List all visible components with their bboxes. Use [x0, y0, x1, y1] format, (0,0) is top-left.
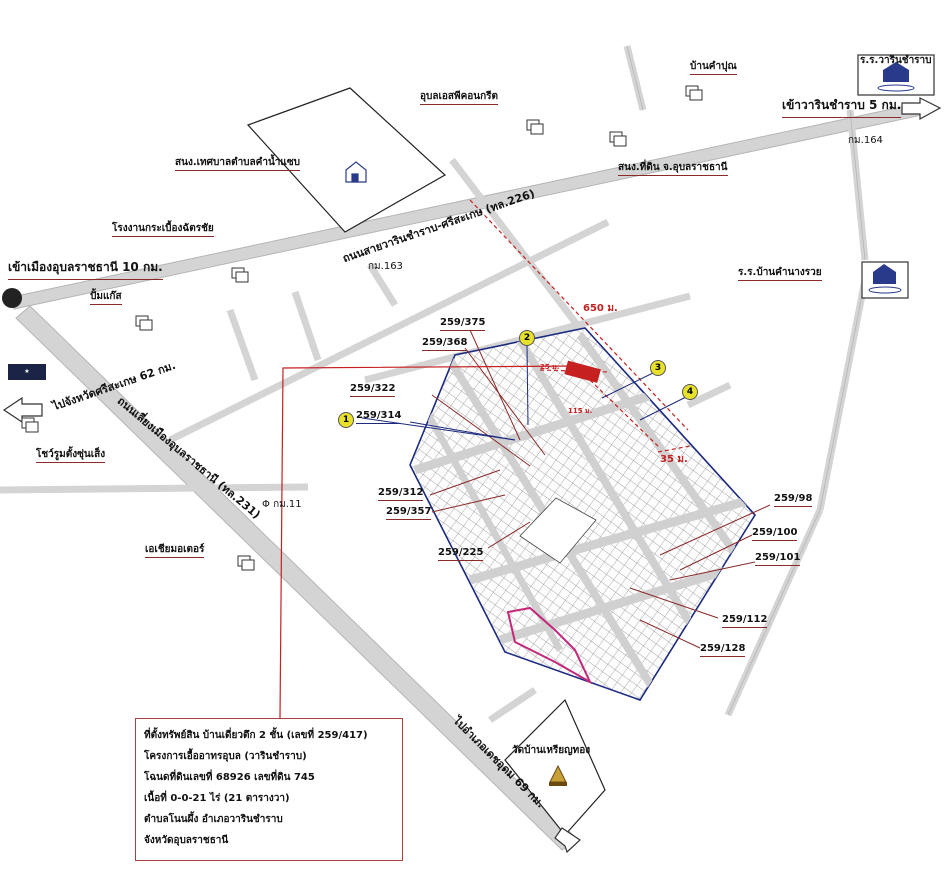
info-line-5: ตำบลโนนผึ้ง อำเภอวารินชำราบ — [144, 814, 283, 825]
school-icon — [868, 62, 915, 294]
km-marker-icon: Φ — [262, 499, 274, 510]
plot-259-98: 259/98 — [774, 493, 813, 507]
distance-small-b: 115 ม. — [568, 407, 593, 415]
info-line-2: โครงการเอื้ออาทรอุบล (วารินชำราบ) — [144, 751, 307, 762]
property-info-box: ที่ตั้งทรัพย์สิน บ้านเดี่ยวตึก 2 ชั้น (เ… — [135, 718, 403, 861]
temple-parcel — [504, 698, 606, 836]
label-school-warin: ร.ร.วารินชำราบ — [860, 55, 932, 66]
leader-lines — [361, 329, 771, 649]
label-asia-motor: เอเชียมอเตอร์ — [145, 545, 205, 558]
info-line-1: ที่ตั้งทรัพย์สิน บ้านเดี่ยวตึก 2 ชั้น (เ… — [144, 730, 368, 741]
marker-3: 3 — [650, 360, 666, 376]
magenta-plot — [506, 606, 593, 685]
label-baan-kam-pun: บ้านคำปุณ — [690, 62, 737, 75]
showroom-logo-icon: ★ — [8, 364, 46, 380]
distance-35m: 35 ม. — [660, 454, 688, 465]
label-km163: กม.163 — [368, 261, 403, 272]
plot-259-101: 259/101 — [755, 552, 801, 566]
label-showroom: โชว์รูมตั้งซุ่นเส็ง — [36, 450, 106, 463]
label-tile-factory: โรงงานกระเบื้องฉัตรชัย — [112, 224, 214, 237]
info-line-3: โฉนดที่ดินเลขที่ 68926 เลขที่ดิน 745 — [144, 772, 315, 783]
vacant-parcel — [246, 87, 447, 233]
label-school-kam-nang-ruay: ร.ร.บ้านคำนางรวย — [738, 268, 822, 281]
dimension-lines — [469, 199, 691, 453]
distance-650m: 650 ม. — [583, 303, 618, 314]
info-line-4: เนื้อที่ 0-0-21 ไร่ (21 ตารางวา) — [144, 793, 290, 804]
house-icon — [345, 161, 367, 183]
label-land-office: สนง.ที่ดิน จ.อุบลราชธานี — [618, 163, 728, 176]
label-km11-text: กม.11 — [273, 499, 302, 510]
plot-259-375: 259/375 — [440, 317, 486, 331]
city-dot — [2, 288, 22, 308]
label-km11: Φ กม.11 — [262, 500, 302, 510]
plot-259-368: 259/368 — [422, 337, 468, 351]
label-ubon-sp-concrete: อุบลเอสพีคอนกรีต — [420, 92, 499, 105]
plot-259-112: 259/112 — [722, 614, 768, 628]
plot-259-128: 259/128 — [700, 643, 746, 657]
plot-259-314: 259/314 — [356, 410, 402, 424]
label-to-warin: เข้าวารินชำราบ 5 กม. — [782, 96, 902, 118]
plot-259-225: 259/225 — [438, 547, 484, 561]
plot-259-312: 259/312 — [378, 487, 424, 501]
label-to-ubon-city: เข้าเมืองอุบลราชธานี 10 กม. — [8, 258, 163, 280]
marker-2: 2 — [519, 330, 535, 346]
temple-icon — [549, 764, 567, 786]
plot-259-322: 259/322 — [350, 383, 396, 397]
property-leader — [279, 365, 579, 719]
arrows — [2, 97, 942, 854]
distance-small-a: 25 ม. — [540, 363, 560, 371]
marker-4: 4 — [682, 384, 698, 400]
plot-259-100: 259/100 — [752, 527, 798, 541]
plot-259-357: 259/357 — [386, 506, 432, 520]
label-temple: วัดบ้านเหรียญทอง — [512, 745, 591, 756]
label-km164: กม.164 — [848, 135, 883, 146]
info-line-6: จังหวัดอุบลราชธานี — [144, 835, 229, 846]
marker-1: 1 — [338, 412, 354, 428]
label-gas-station: ปั้มแก๊ส — [90, 292, 122, 305]
label-tambon-office: สนง.เทศบาลตำบลคำน้ำแซบ — [175, 158, 300, 171]
